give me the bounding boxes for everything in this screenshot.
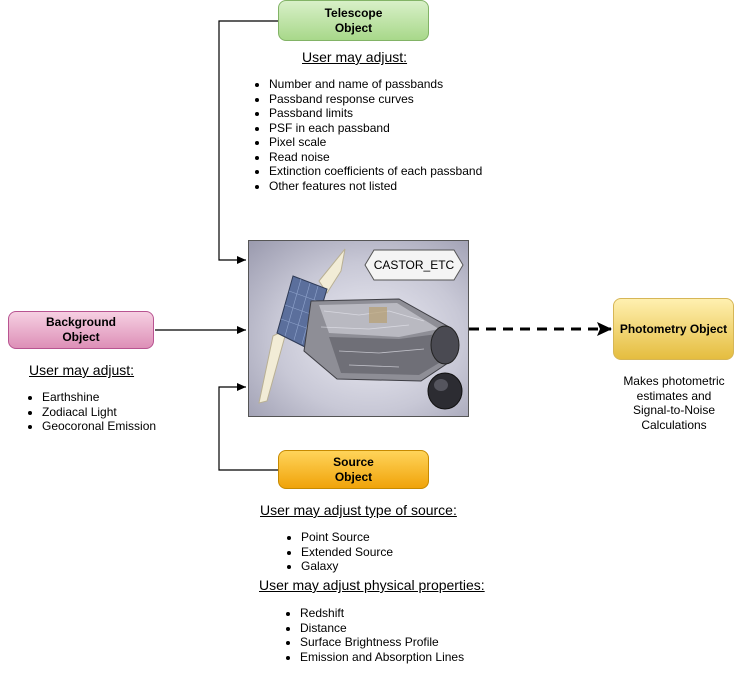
list-item: Other features not listed (269, 179, 482, 194)
telescope-object-title: Telescope Object (324, 5, 383, 35)
caption-line: Makes photometric (623, 374, 725, 388)
castor-etc-label[interactable]: CASTOR_ETC (364, 249, 464, 281)
list-item: PSF in each passband (269, 121, 482, 136)
castor-etc-text: CASTOR_ETC (373, 258, 455, 272)
list-item: Extended Source (301, 545, 393, 560)
photometry-object-box[interactable]: Photometry Object (613, 298, 734, 360)
source-object-box[interactable]: Source Object (278, 450, 429, 489)
hexagon-shape (364, 249, 464, 281)
list-item: Redshift (300, 606, 464, 621)
background-object-box[interactable]: Background Object (8, 311, 154, 349)
list-item: Earthshine (42, 390, 156, 405)
list-item: Read noise (269, 150, 482, 165)
source-connector (218, 383, 278, 471)
caption-line: Signal-to-Noise (632, 403, 716, 417)
caption-line: Calculations (641, 417, 707, 432)
source-type-list: Point Source Extended Source Galaxy (283, 530, 393, 574)
source-physical-heading: User may adjust physical properties: (259, 577, 485, 593)
background-heading: User may adjust: (29, 362, 135, 378)
list-item: Emission and Absorption Lines (300, 650, 464, 665)
telescope-object-box[interactable]: Telescope Object (278, 0, 429, 41)
photometry-object-title: Photometry Object (619, 321, 728, 336)
caption-line: estimates and (636, 388, 712, 403)
list-item: Galaxy (301, 559, 393, 574)
source-type-heading: User may adjust type of source: (260, 502, 457, 518)
list-item: Extinction coefficients of each passband (269, 164, 482, 179)
photometry-caption: Makes photometric estimates and Signal-t… (612, 374, 736, 432)
list-item: Geocoronal Emission (42, 419, 156, 434)
spacecraft-illustration (258, 248, 463, 410)
background-object-title: Background Object (45, 315, 116, 344)
telescope-connector (218, 20, 278, 264)
source-object-title: Source Object (333, 454, 374, 484)
list-item: Number and name of passbands (269, 77, 482, 92)
list-item: Passband response curves (269, 92, 482, 107)
list-item: Distance (300, 621, 464, 636)
telescope-image-panel: CASTOR_ETC (248, 240, 469, 417)
list-item: Pixel scale (269, 135, 482, 150)
source-physical-list: Redshift Distance Surface Brightness Pro… (282, 606, 464, 664)
telescope-adjust-list: Number and name of passbands Passband re… (251, 77, 482, 193)
background-adjust-list: Earthshine Zodiacal Light Geocoronal Emi… (24, 390, 156, 434)
telescope-heading: User may adjust: (302, 49, 408, 65)
list-item: Passband limits (269, 106, 482, 121)
list-item: Surface Brightness Profile (300, 635, 464, 650)
list-item: Point Source (301, 530, 393, 545)
list-item: Zodiacal Light (42, 405, 156, 420)
